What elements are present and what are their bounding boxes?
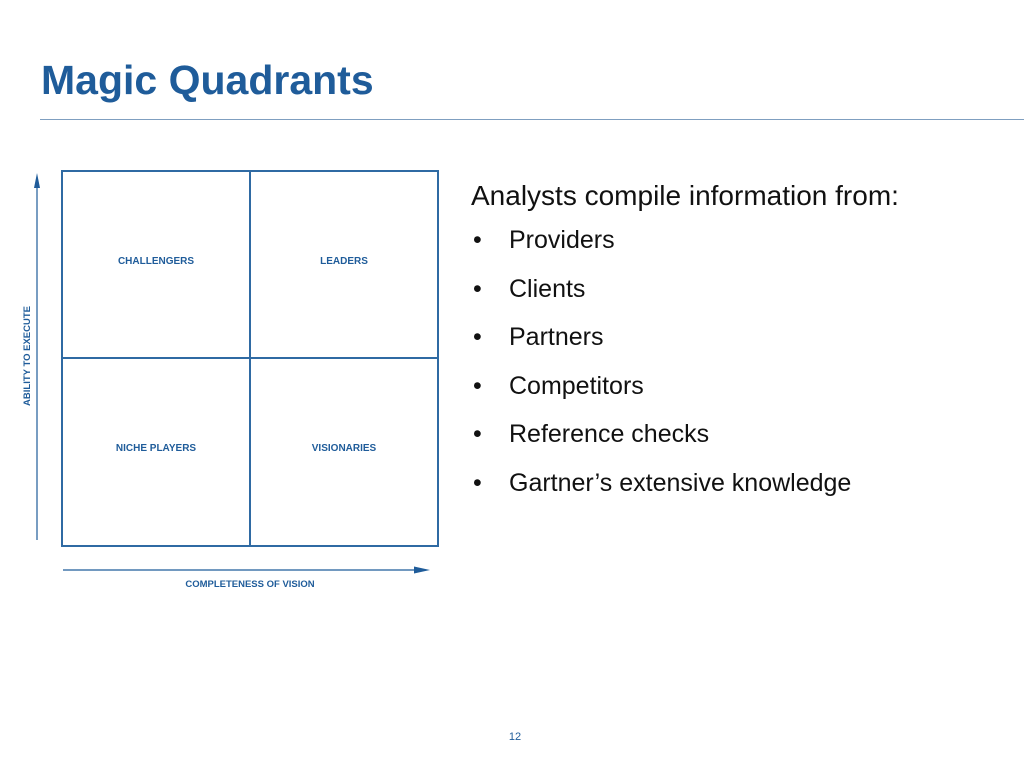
list-item: • Providers — [471, 226, 1011, 254]
list-item: • Gartner’s extensive knowledge — [471, 469, 1011, 497]
quadrant-visionaries-label: VISIONARIES — [312, 443, 377, 454]
bullet-list: • Providers • Clients • Partners • Compe… — [471, 226, 1011, 497]
content-panel: Analysts compile information from: • Pro… — [471, 176, 1011, 517]
quadrant-leaders-label: LEADERS — [320, 256, 368, 267]
y-axis-arrow-icon — [34, 173, 40, 188]
slide-title: Magic Quadrants — [41, 57, 374, 103]
list-item: • Competitors — [471, 372, 1011, 400]
bullet-icon: • — [473, 323, 482, 351]
intro-text: Analysts compile information from: — [471, 180, 899, 211]
bullet-icon: • — [473, 420, 482, 448]
list-item-text: Partners — [509, 323, 604, 351]
list-item-text: Gartner’s extensive knowledge — [509, 468, 852, 497]
list-item-text: Reference checks — [509, 420, 710, 448]
quadrant-grid-border — [61, 170, 439, 547]
list-item-text: Clients — [509, 274, 586, 303]
bullet-icon: • — [473, 468, 482, 497]
x-axis-label: COMPLETENESS OF VISION — [185, 579, 314, 590]
list-item: • Reference checks — [471, 420, 1011, 448]
list-item-text: Providers — [509, 226, 615, 254]
title-divider — [40, 119, 1024, 120]
bullet-icon: • — [473, 226, 482, 254]
quadrant-niche-players-label: NICHE PLAYERS — [116, 443, 197, 454]
page-number: 12 — [508, 731, 522, 743]
list-item-text: Competitors — [509, 371, 644, 400]
x-axis-arrow-icon — [414, 566, 430, 574]
y-axis-label: ABILITY TO EXECUTE — [22, 306, 33, 406]
bullet-icon: • — [473, 274, 482, 303]
list-item: • Clients — [471, 275, 1011, 303]
quadrant-challengers-label: CHALLENGERS — [118, 256, 194, 267]
bullet-icon: • — [473, 371, 482, 400]
list-item: • Partners — [471, 323, 1011, 351]
